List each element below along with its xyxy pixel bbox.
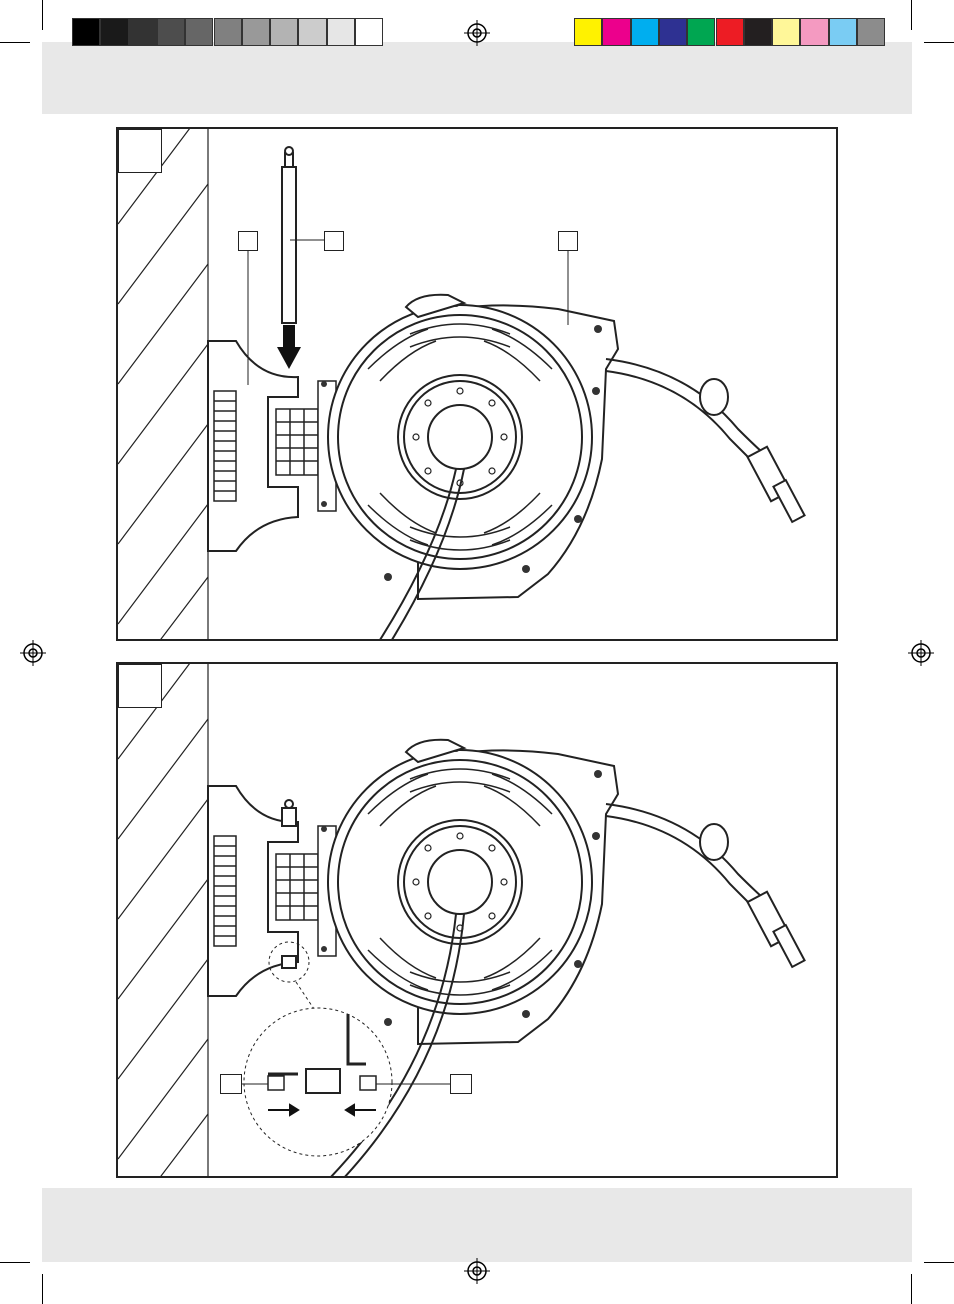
color-swatch — [270, 18, 299, 46]
hose-inside — [379, 468, 465, 639]
crop-mark — [924, 42, 954, 43]
wall-hatching — [118, 664, 209, 1176]
color-swatch — [100, 18, 129, 46]
color-swatch — [687, 18, 716, 46]
figure-1-panel — [116, 127, 838, 641]
hinge-block — [275, 825, 337, 957]
color-swatch — [156, 18, 186, 46]
color-swatch — [185, 18, 214, 46]
color-swatch — [857, 18, 886, 46]
wall-bracket — [207, 785, 299, 997]
figure-1-illustration — [118, 129, 806, 639]
reel-spokes — [367, 323, 553, 551]
registration-mark-icon — [464, 20, 490, 46]
detail-bracket-section — [268, 1014, 366, 1094]
top-handle — [404, 738, 467, 764]
part-label-bracket — [238, 231, 258, 251]
wall-hatching — [118, 129, 209, 639]
detail-pin-left — [267, 1075, 285, 1091]
hose-outside — [605, 803, 771, 915]
reel-spokes — [367, 768, 553, 996]
mounting-pin-bottom — [281, 955, 297, 969]
figure-2-illustration — [118, 664, 806, 1176]
color-swatch — [128, 18, 157, 46]
color-swatch — [658, 18, 688, 46]
part-label-left-pin — [220, 1074, 242, 1094]
detail-push-arrows — [268, 1103, 376, 1117]
registration-mark-icon — [464, 1258, 490, 1284]
part-label-reel — [558, 231, 578, 251]
part-label-right-pin — [450, 1074, 472, 1094]
bottom-print-band — [42, 1188, 912, 1262]
crop-mark — [911, 1274, 912, 1304]
color-swatch — [574, 18, 603, 46]
color-swatch — [326, 18, 355, 46]
hose-inside — [330, 913, 465, 1176]
detail-zoom-callout — [268, 941, 315, 1010]
detail-pin-right — [359, 1075, 377, 1091]
part-label-pin — [324, 231, 344, 251]
mounting-pin-top — [281, 799, 297, 827]
color-swatch — [715, 18, 744, 46]
color-swatch — [241, 18, 271, 46]
color-swatch — [828, 18, 857, 46]
figure-2-panel — [116, 662, 838, 1178]
color-swatch — [743, 18, 773, 46]
color-swatch — [298, 18, 327, 46]
bracket-ribs — [213, 835, 237, 947]
detail-zoom-circle — [243, 1007, 393, 1157]
crop-mark — [911, 0, 912, 30]
color-swatch — [772, 18, 801, 46]
figure-2-step-box — [118, 664, 162, 708]
insert-arrow — [277, 325, 301, 369]
part-leader-lines — [247, 239, 569, 385]
hose-stop-ball — [699, 378, 729, 416]
hub-bolts — [412, 832, 508, 932]
registration-mark-icon — [908, 640, 934, 666]
color-swatch — [355, 18, 384, 46]
color-swatch — [213, 18, 242, 46]
crop-mark — [924, 1262, 954, 1263]
top-handle — [404, 293, 467, 319]
color-swatch — [602, 18, 631, 46]
hose-stop-ball — [699, 823, 729, 861]
crop-mark — [0, 1262, 30, 1263]
crop-mark — [42, 0, 43, 30]
color-swatch — [800, 18, 829, 46]
crop-mark — [0, 42, 30, 43]
figure-1-step-box — [118, 129, 162, 173]
wall-bracket — [207, 340, 299, 552]
spray-nozzle — [746, 890, 806, 969]
color-swatch — [72, 18, 101, 46]
top-print-band — [42, 42, 912, 114]
registration-mark-icon — [20, 640, 46, 666]
bracket-ribs — [213, 390, 237, 502]
mounting-pin — [281, 146, 297, 324]
spray-nozzle — [746, 445, 806, 524]
crop-mark — [42, 1274, 43, 1304]
color-swatch — [630, 18, 659, 46]
hose-outside — [605, 358, 771, 470]
